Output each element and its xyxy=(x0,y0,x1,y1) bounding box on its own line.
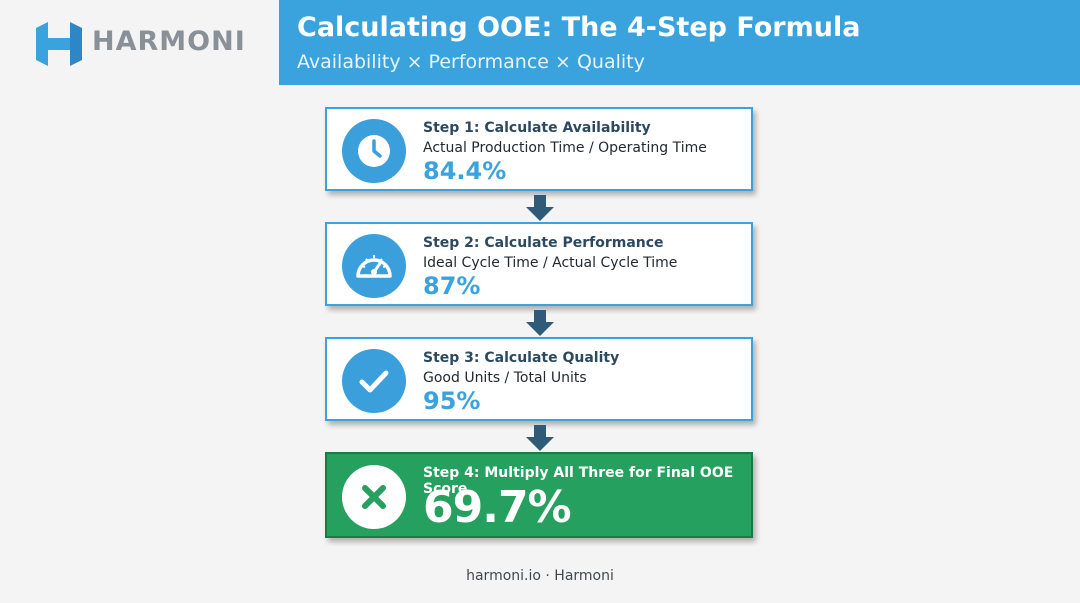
step-value: 87% xyxy=(423,272,481,300)
step-title: Step 2: Calculate Performance xyxy=(423,235,664,251)
step-card-final-score: Step 4: Multiply All Three for Final OOE… xyxy=(325,452,753,538)
page-title: Calculating OOE: The 4-Step Formula xyxy=(297,12,861,43)
header-banner: Calculating OOE: The 4-Step Formula Avai… xyxy=(279,0,1080,85)
clock-icon xyxy=(342,119,406,183)
down-arrow-icon xyxy=(526,310,554,336)
step-card-availability: Step 1: Calculate Availability Actual Pr… xyxy=(325,107,753,191)
brand-name: HARMONI xyxy=(92,26,246,57)
step-value: 84.4% xyxy=(423,157,507,185)
down-arrow-icon xyxy=(526,195,554,221)
footer-credit: harmoni.io · Harmoni xyxy=(466,568,614,584)
step-formula: Ideal Cycle Time / Actual Cycle Time xyxy=(423,255,678,271)
logo: HARMONI xyxy=(0,0,279,85)
step-title: Step 3: Calculate Quality xyxy=(423,350,620,366)
step-title: Step 4: Multiply All Three for Final OOE… xyxy=(423,465,734,497)
page-subtitle: Availability × Performance × Quality xyxy=(297,51,645,73)
harmoni-logo-icon xyxy=(36,22,82,66)
step-card-quality: Step 3: Calculate Quality Good Units / T… xyxy=(325,337,753,421)
step-value: 95% xyxy=(423,387,481,415)
down-arrow-icon xyxy=(526,425,554,451)
final-score-value: 69.7% xyxy=(423,482,572,533)
step-title: Step 1: Calculate Availability xyxy=(423,120,651,136)
step-formula: Actual Production Time / Operating Time xyxy=(423,140,707,156)
step-card-performance: Step 2: Calculate Performance Ideal Cycl… xyxy=(325,222,753,306)
checkmark-icon xyxy=(342,349,406,413)
speedometer-icon xyxy=(342,234,406,298)
step-formula: Good Units / Total Units xyxy=(423,370,587,386)
multiply-icon xyxy=(342,465,406,529)
